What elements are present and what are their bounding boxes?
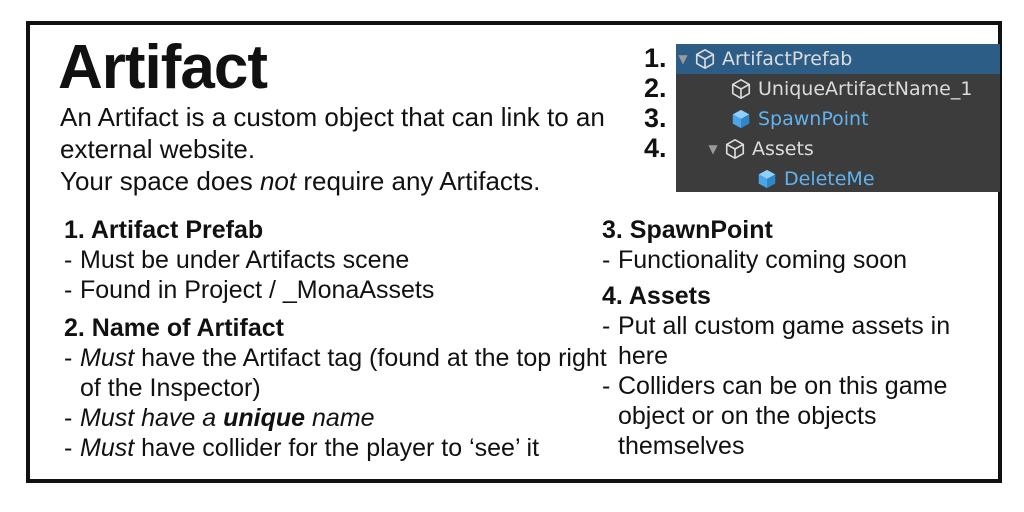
intro-line-2-prefix: Your space does	[60, 166, 260, 196]
intro-text: An Artifact is a custom object that can …	[60, 101, 640, 197]
hierarchy-item-artifactprefab[interactable]: ▼ ArtifactPrefab	[676, 44, 1000, 74]
list-item-text: Must have a unique name	[80, 403, 624, 433]
hierarchy-item-spawnpoint[interactable]: SpawnPoint	[676, 104, 1000, 134]
strong-emphasis-text: unique	[223, 404, 306, 432]
section-spawnpoint: 3. SpawnPoint -Functionality coming soon	[602, 215, 982, 275]
list-item: -Must have the Artifact tag (found at th…	[64, 343, 624, 403]
emphasis-text: Must have a	[80, 404, 224, 432]
list-item-text: Found in Project / _MonaAssets	[80, 276, 435, 304]
artifact-info-card: Artifact An Artifact is a custom object …	[26, 21, 1002, 483]
list-item-text: Functionality coming soon	[618, 246, 908, 274]
list-item-text: Must have the Artifact tag (found at the…	[80, 343, 624, 403]
list-item: -Must have collider for the player to ‘s…	[64, 433, 624, 463]
hierarchy-item-assets[interactable]: ▼ Assets	[676, 134, 1000, 164]
list-item-text: Colliders can be on this game object or …	[618, 372, 948, 460]
list-item: -Must be under Artifacts scene	[64, 245, 594, 275]
section-heading: 4. Assets	[602, 282, 711, 310]
emphasis-text: Must	[80, 434, 135, 462]
cube-outline-icon	[695, 49, 715, 69]
section-heading: 2. Name of Artifact	[64, 314, 284, 342]
cube-outline-icon	[725, 139, 745, 159]
emphasis-text: Must	[80, 344, 135, 372]
hierarchy-item-uniqueartifactname[interactable]: UniqueArtifactName_1	[676, 74, 1000, 104]
section-heading: 3. SpawnPoint	[602, 216, 773, 244]
hierarchy-item-label: SpawnPoint	[758, 108, 869, 130]
hierarchy-number: 1.	[644, 43, 667, 73]
hierarchy-item-label: UniqueArtifactName_1	[758, 78, 973, 100]
list-item: -Put all custom game assets in here	[602, 311, 982, 371]
intro-line-2-suffix: require any Artifacts.	[296, 166, 541, 196]
section-assets: 4. Assets -Put all custom game assets in…	[602, 281, 982, 461]
hierarchy-item-label: ArtifactPrefab	[722, 48, 853, 70]
list-item-text: Must have collider for the player to ‘se…	[80, 433, 624, 463]
expand-arrow-icon[interactable]: ▼	[678, 52, 688, 66]
cube-outline-icon	[731, 79, 751, 99]
cube-solid-icon	[758, 169, 776, 189]
hierarchy-number: 2.	[644, 73, 667, 103]
hierarchy-item-deleteme[interactable]: DeleteMe	[676, 164, 1000, 192]
plain-text: have collider for the player to ‘see’ it	[134, 434, 540, 462]
cube-solid-icon	[732, 109, 750, 129]
plain-text: have the Artifact tag (found at the top …	[80, 344, 607, 402]
list-item: -Colliders can be on this game object or…	[602, 371, 982, 461]
hierarchy-number: 4.	[644, 133, 667, 163]
list-item-text: Put all custom game assets in here	[618, 312, 951, 370]
section-artifact-prefab: 1. Artifact Prefab -Must be under Artifa…	[64, 215, 594, 305]
intro-line-1: An Artifact is a custom object that can …	[60, 102, 605, 164]
section-name-of-artifact: 2. Name of Artifact -Must have the Artif…	[64, 313, 624, 463]
list-item-text: Must be under Artifacts scene	[80, 246, 410, 274]
section-heading: 1. Artifact Prefab	[64, 216, 264, 244]
hierarchy-item-label: Assets	[752, 138, 814, 160]
page-title: Artifact	[58, 33, 268, 102]
intro-line-2-emphasis: not	[259, 166, 297, 196]
intro-line-2: Your space does not require any Artifact…	[60, 165, 640, 197]
list-item: -Found in Project / _MonaAssets	[64, 275, 594, 305]
expand-arrow-icon[interactable]: ▼	[708, 142, 718, 156]
hierarchy-item-label: DeleteMe	[784, 168, 875, 190]
hierarchy-numbers: 1. 2. 3. 4.	[644, 43, 667, 163]
hierarchy-panel: ▼ ArtifactPrefab UniqueArtifactName_1 Sp…	[676, 44, 1000, 192]
hierarchy-number: 3.	[644, 103, 667, 133]
list-item: -Must have a unique name	[64, 403, 624, 433]
emphasis-text: name	[305, 404, 375, 432]
list-item: -Functionality coming soon	[602, 245, 982, 275]
